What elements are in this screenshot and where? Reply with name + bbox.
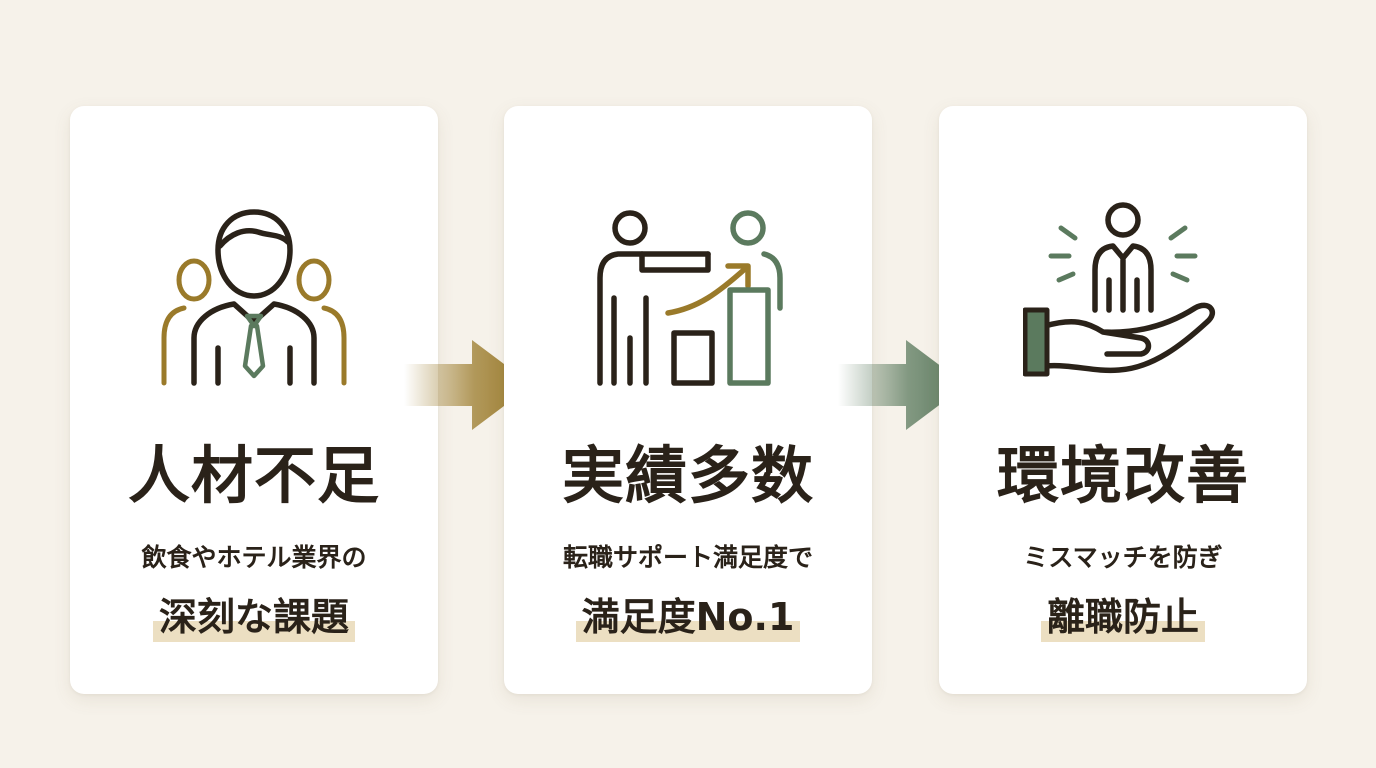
card-subtitle: 飲食やホテル業界の bbox=[141, 543, 367, 572]
card-environment-improvement: 環境改善 ミスマッチを防ぎ 離職防止 bbox=[939, 106, 1307, 694]
card-subtitle: 転職サポート満足度で bbox=[562, 543, 813, 572]
card-title: 人材不足 bbox=[127, 439, 380, 512]
right-arrow-icon bbox=[838, 340, 966, 430]
card-highlight: 満足度No.1 bbox=[575, 592, 801, 642]
card-title: 環境改善 bbox=[996, 439, 1249, 512]
hand-supporting-person-icon bbox=[1023, 202, 1215, 377]
card-talent-shortage: 人材不足 飲食やホテル業界の 深刻な課題 bbox=[70, 106, 438, 694]
card-title: 実績多数 bbox=[561, 439, 814, 512]
business-people-group-icon bbox=[161, 209, 347, 386]
card-subtitle: ミスマッチを防ぎ bbox=[1023, 543, 1223, 572]
presentation-growth-chart-icon bbox=[597, 210, 783, 386]
card-highlight: 深刻な課題 bbox=[152, 592, 355, 642]
card-achievements: 実績多数 転職サポート満足度で 満足度No.1 bbox=[504, 106, 872, 694]
right-arrow-icon bbox=[404, 340, 532, 430]
card-highlight: 離職防止 bbox=[1040, 592, 1205, 642]
